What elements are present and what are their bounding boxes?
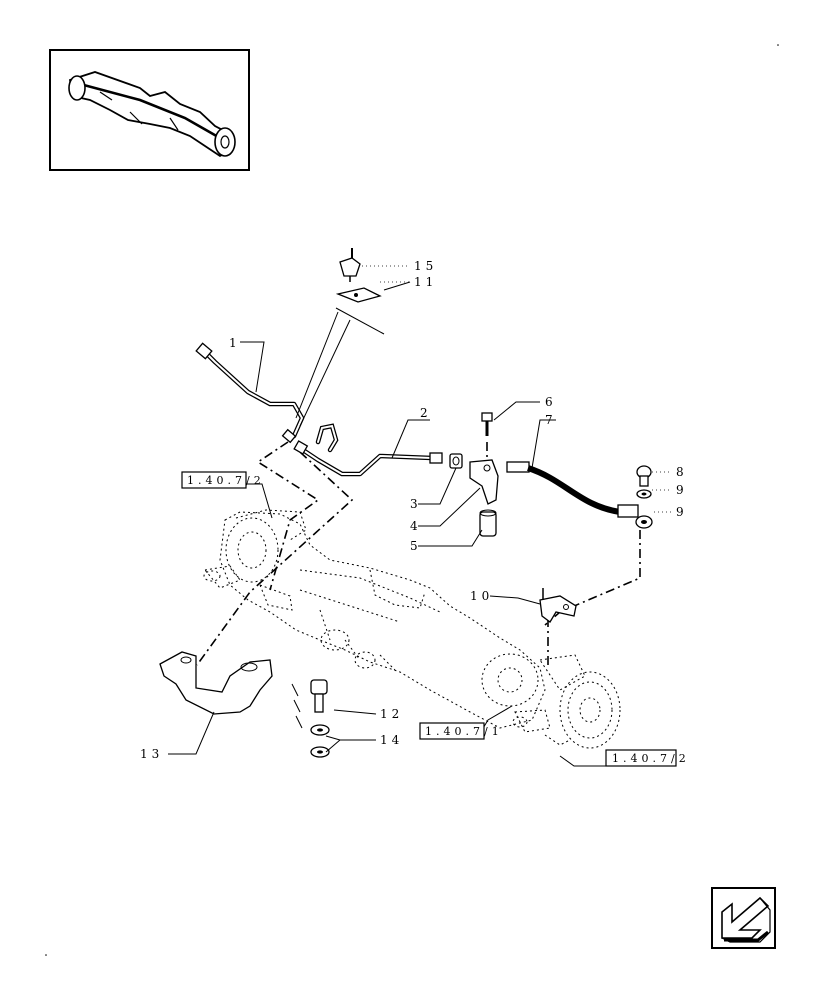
label-8: 8 bbox=[676, 465, 688, 479]
label-2: 2 bbox=[420, 406, 432, 420]
label-10: 10 bbox=[470, 589, 493, 603]
part-13-bracket bbox=[159, 651, 273, 715]
routing-lines bbox=[196, 441, 641, 666]
label-4: 4 bbox=[410, 519, 422, 533]
reference-left-text: 1.40.7/2 bbox=[187, 474, 265, 487]
callout-labels: 1 2 3 4 5 6 7 8 9 9 10 11 12 13 14 15 bbox=[140, 259, 688, 761]
part-12-bolt bbox=[310, 679, 328, 713]
leader-lines bbox=[168, 307, 606, 767]
axle-housing bbox=[203, 509, 621, 749]
page-arrow-icon[interactable] bbox=[711, 887, 776, 949]
label-9-upper: 9 bbox=[676, 483, 688, 497]
part-2-brake-pipe bbox=[293, 423, 443, 477]
axle-thumbnail-icon bbox=[49, 49, 250, 171]
label-5: 5 bbox=[410, 539, 422, 553]
part-9-washer-upper bbox=[636, 489, 652, 499]
label-11: 11 bbox=[414, 275, 437, 289]
part-14-washer-lower bbox=[310, 746, 330, 758]
reference-box-center[interactable]: 1.40.7/1 bbox=[419, 722, 503, 740]
label-14: 14 bbox=[380, 733, 403, 747]
label-12: 12 bbox=[380, 707, 403, 721]
part-8-bolt bbox=[636, 465, 652, 487]
part-7-hose bbox=[506, 461, 639, 518]
dotted-leaders bbox=[362, 265, 672, 513]
reference-box-left[interactable]: 1.40.7/2 bbox=[181, 471, 265, 489]
part-5-sleeve bbox=[479, 509, 497, 537]
part-4-bracket bbox=[469, 459, 499, 505]
reference-right-text: 1.40.7/2 bbox=[612, 752, 690, 765]
part-10-bracket bbox=[539, 588, 577, 623]
label-3: 3 bbox=[410, 497, 422, 511]
part-3-union bbox=[449, 453, 463, 469]
part-14-washer-upper bbox=[310, 724, 330, 736]
label-6: 6 bbox=[545, 395, 557, 409]
label-7: 7 bbox=[545, 413, 557, 427]
label-15: 15 bbox=[414, 259, 437, 273]
part-15-clip bbox=[339, 248, 361, 282]
part-9-washer-lower bbox=[635, 515, 653, 529]
part-11-clip-plate bbox=[335, 287, 382, 303]
label-9-lower: 9 bbox=[676, 505, 688, 519]
part-6-bolt bbox=[481, 412, 493, 436]
reference-center-text: 1.40.7/1 bbox=[425, 725, 503, 738]
label-1: 1 bbox=[229, 336, 241, 350]
reference-box-right[interactable]: 1.40.7/2 bbox=[605, 749, 690, 767]
label-13: 13 bbox=[140, 747, 163, 761]
part-1-brake-pipe bbox=[195, 342, 305, 444]
